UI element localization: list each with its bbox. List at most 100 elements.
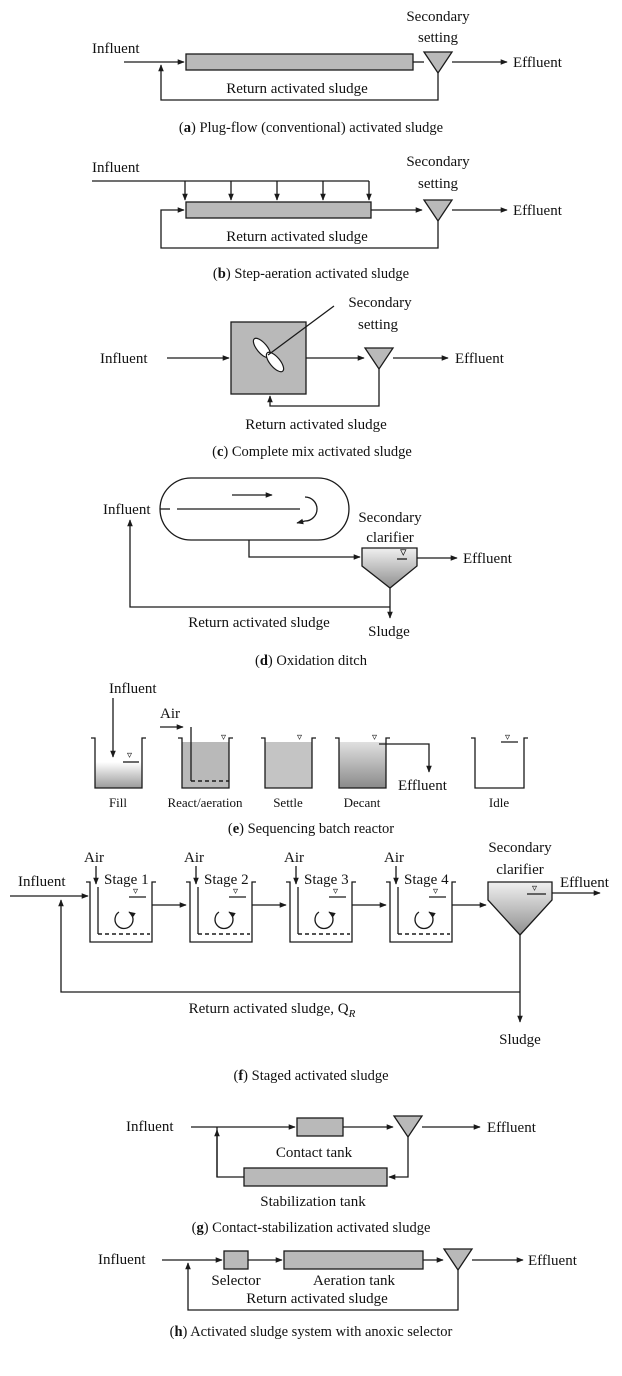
panel-b: Influent Secondary setting Effluent Retu… xyxy=(92,154,563,282)
caption-letter: b xyxy=(218,266,226,282)
secondary-clarifier xyxy=(487,881,553,936)
stage-label: Stage 2 xyxy=(204,872,249,888)
air-label: Air xyxy=(284,850,304,866)
air-label: Air xyxy=(84,850,104,866)
influent-label: Influent xyxy=(92,160,140,176)
panel-e: Influent Air ▿ Fill ▿ React/aeration ▿ S… xyxy=(91,681,528,837)
effluent-label: Effluent xyxy=(513,55,563,71)
caption-letter: c xyxy=(217,444,224,460)
secondary-label-line1: Secondary xyxy=(406,9,470,25)
stage-label-decant: Decant xyxy=(344,795,381,810)
effluent-label: Effluent xyxy=(455,351,505,367)
return-sludge-line xyxy=(127,519,390,608)
secondary-label-line2: clarifier xyxy=(496,862,543,878)
ditch-to-clarifier-arrow xyxy=(248,540,361,560)
secondary-settling-tank xyxy=(442,1248,474,1272)
effluent-label: Effluent xyxy=(487,1120,537,1136)
caption-e: (e) Sequencing batch reactor xyxy=(228,821,394,837)
stabilization-return-line xyxy=(216,1127,244,1178)
secondary-settling-tank xyxy=(392,1115,424,1139)
caption-h: (h) Activated sludge system with anoxic … xyxy=(170,1324,453,1340)
secondary-label-line2: clarifier xyxy=(366,530,413,546)
caption-text: Activated sludge system with anoxic sele… xyxy=(187,1324,452,1340)
influent-label: Influent xyxy=(103,502,151,518)
stabilization-tank xyxy=(243,1167,388,1187)
influent-label: Influent xyxy=(98,1252,146,1268)
return-sludge-label: Return activated sludge xyxy=(246,1291,388,1307)
secondary-clarifier xyxy=(361,547,418,589)
mixer-icon xyxy=(252,305,335,373)
stage-tank-1: Air Stage 1 ▿ xyxy=(84,850,156,943)
caption-letter: d xyxy=(260,653,268,669)
influent-label: Influent xyxy=(18,874,66,890)
panel-h: Influent Selector Aeration tank Effluent… xyxy=(98,1248,578,1340)
sludge-label: Sludge xyxy=(499,1032,541,1048)
stage-tank-2: Air Stage 2 ▿ xyxy=(184,850,256,943)
return-sludge-line xyxy=(158,64,439,101)
caption-c: (c) Complete mix activated sludge xyxy=(212,444,412,460)
aeration-tank xyxy=(283,1250,424,1270)
caption-f: (f) Staged activated sludge xyxy=(233,1068,388,1084)
return-sludge-label: Return activated sludge xyxy=(226,81,368,97)
sbr-decant-tank: ▿ xyxy=(335,732,432,789)
secondary-settling-tank xyxy=(422,51,454,75)
caption-text: Step-aeration activated sludge xyxy=(231,266,409,282)
contact-tank xyxy=(296,1117,344,1137)
caption-letter: f xyxy=(238,1068,243,1084)
air-label: Air xyxy=(184,850,204,866)
caption-letter: e xyxy=(233,821,240,837)
secondary-label-line1: Secondary xyxy=(488,840,552,856)
stage-label-fill: Fill xyxy=(109,795,127,810)
water-level-icon: ▿ xyxy=(505,732,510,743)
water-level-icon: ▿ xyxy=(221,732,226,743)
caption-text: Contact-stabilization activated sludge xyxy=(209,1220,431,1236)
caption-letter: a xyxy=(184,120,192,136)
air-label: Air xyxy=(160,706,180,722)
stage-label-idle: Idle xyxy=(489,795,509,810)
oxidation-ditch-loop xyxy=(159,477,350,541)
effluent-label: Effluent xyxy=(463,551,513,567)
panel-d: Influent ▿ Secondary clarifier Effluent … xyxy=(103,477,513,669)
return-sludge-label: Return activated sludge xyxy=(245,417,387,433)
air-label: Air xyxy=(384,850,404,866)
secondary-label-line1: Secondary xyxy=(348,295,412,311)
stage-label-settle: Settle xyxy=(273,795,303,810)
caption-text: Sequencing batch reactor xyxy=(244,821,394,837)
water-level-icon: ▿ xyxy=(297,732,302,743)
mixing-arrow-icon xyxy=(314,911,336,930)
mixing-arrow-icon xyxy=(214,911,236,930)
clarifier-to-stabilization-arrow xyxy=(388,1137,409,1180)
secondary-settling-tank xyxy=(363,347,395,371)
mixing-arrow-icon xyxy=(414,911,436,930)
secondary-settling-tank xyxy=(422,199,454,223)
caption-a: (a) Plug-flow (conventional) activated s… xyxy=(179,120,443,136)
return-sludge-line xyxy=(267,369,380,407)
panel-a: Influent Secondary setting Effluent Retu… xyxy=(92,9,563,136)
mixing-arrow-icon xyxy=(114,911,136,930)
aeration-tank xyxy=(185,201,372,219)
secondary-label-line2: setting xyxy=(358,317,398,333)
contact-tank-label: Contact tank xyxy=(276,1145,353,1161)
water-level-icon: ▿ xyxy=(433,886,438,897)
effluent-label: Effluent xyxy=(560,875,610,891)
return-sludge-line xyxy=(58,899,520,993)
return-sludge-label: Return activated sludge xyxy=(226,229,368,245)
secondary-label-line1: Secondary xyxy=(406,154,470,170)
sbr-settle-tank: ▿ xyxy=(261,732,316,789)
caption-text: Plug-flow (conventional) activated sludg… xyxy=(196,120,443,136)
sbr-fill-tank: ▿ xyxy=(91,698,146,789)
stage-tank-4: Air Stage 4 ▿ xyxy=(384,850,456,943)
water-level-icon: ▿ xyxy=(233,886,238,897)
caption-b: (b) Step-aeration activated sludge xyxy=(213,266,409,282)
secondary-label-line2: setting xyxy=(418,30,458,46)
sbr-react-tank: ▿ xyxy=(160,724,233,789)
selector-label: Selector xyxy=(211,1273,260,1289)
return-sludge-label: Return activated sludge xyxy=(188,615,330,631)
water-level-icon: ▿ xyxy=(532,883,537,894)
return-sludge-line xyxy=(160,207,439,249)
aeration-tank xyxy=(185,53,414,71)
panel-c: Influent Secondary setting Effluent Retu… xyxy=(100,295,505,460)
selector-tank xyxy=(223,1250,249,1270)
return-sludge-line xyxy=(185,1262,459,1311)
